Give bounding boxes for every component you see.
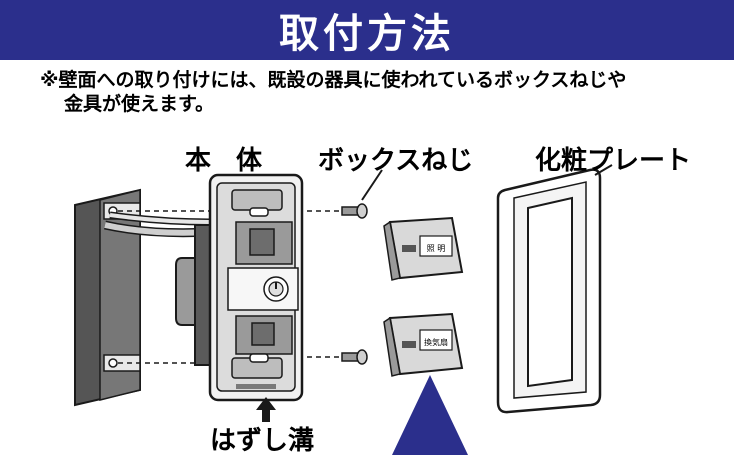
switch-body bbox=[175, 173, 304, 402]
handle-lower-label: 換気扇 bbox=[424, 337, 448, 347]
handle-lower bbox=[383, 312, 464, 377]
label-body: 本 体 bbox=[185, 146, 271, 176]
box-screw-lower bbox=[341, 349, 368, 365]
label-box-screw: ボックスねじ bbox=[318, 146, 474, 176]
screw-leader-line bbox=[361, 169, 383, 201]
handle-upper bbox=[383, 216, 464, 281]
handle-upper-label: 照 明 bbox=[427, 244, 446, 253]
groove-arrow bbox=[256, 397, 276, 422]
direction-arrow bbox=[392, 375, 468, 455]
box-screw-upper bbox=[341, 203, 368, 219]
installation-note: ※壁面への取り付けには、既設の器具に使われているボックスねじや 金具が使えます。 bbox=[40, 68, 720, 116]
plate-leader-line bbox=[594, 164, 613, 176]
note-line-1: ※壁面への取り付けには、既設の器具に使われているボックスねじや bbox=[40, 69, 627, 91]
label-cover-plate: 化粧プレート bbox=[535, 146, 692, 176]
note-line-2: 金具が使えます。 bbox=[64, 93, 215, 115]
cover-plate bbox=[496, 168, 602, 414]
title-banner: 取付方法 bbox=[0, 0, 734, 60]
page-title: 取付方法 bbox=[279, 11, 455, 57]
label-removal-groove: はずし溝 bbox=[210, 426, 315, 456]
